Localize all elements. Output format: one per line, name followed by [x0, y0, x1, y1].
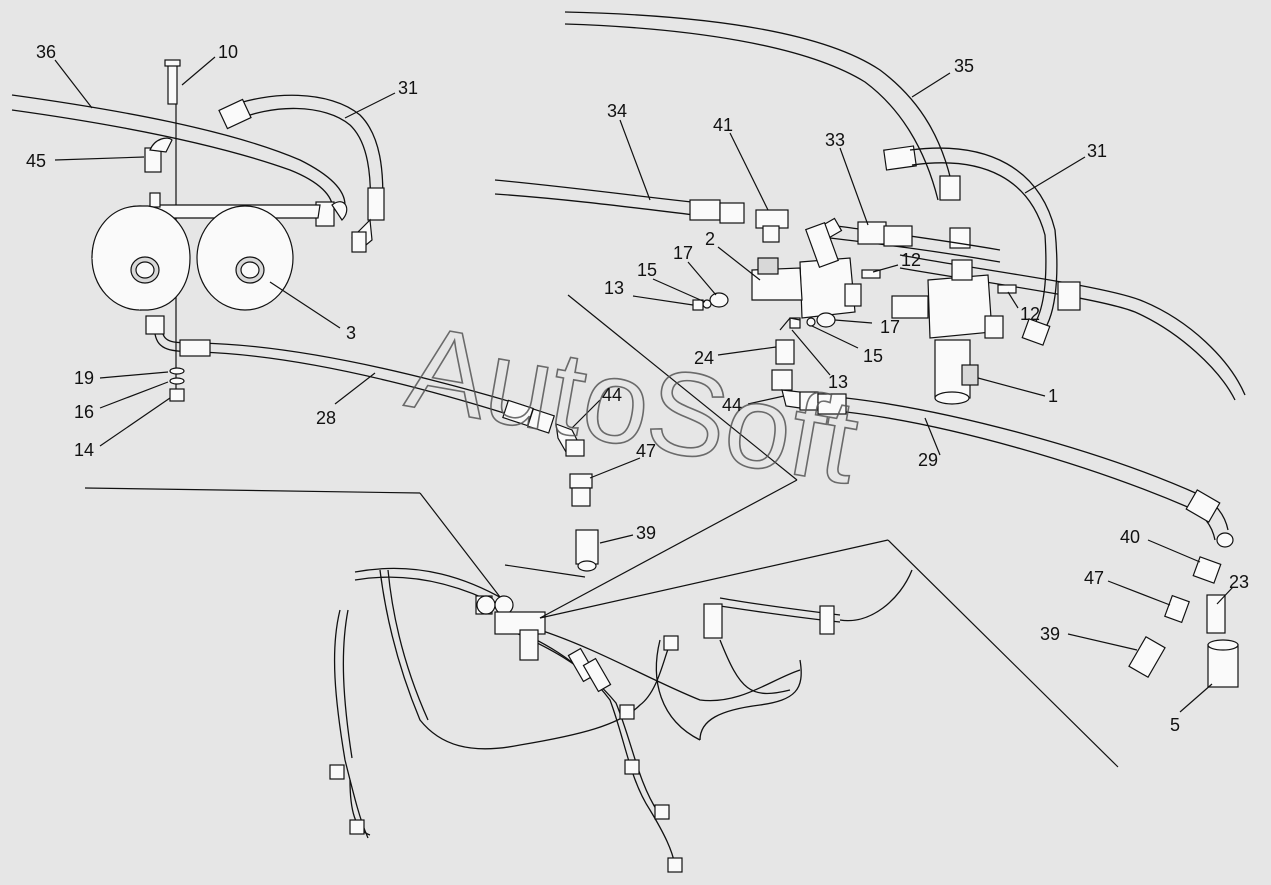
valve-block-2	[751, 222, 881, 319]
leader-lines	[54, 56, 1234, 713]
callout-1: 1	[1048, 386, 1058, 406]
callout-2: 2	[705, 229, 715, 249]
fittings-40-47-39-23-5	[1128, 556, 1239, 688]
washer-17-15-nut-13-right	[789, 312, 836, 329]
detail-lines	[84, 294, 1119, 768]
callout-14: 14	[74, 440, 94, 460]
callout-45: 45	[26, 151, 46, 171]
callout-13-left: 13	[604, 278, 624, 298]
callout-12-left: 12	[901, 250, 921, 270]
callout-16: 16	[74, 402, 94, 422]
valve-block-1	[927, 259, 1017, 405]
callout-47-right: 47	[1084, 568, 1104, 588]
fitting-24-44-right	[771, 317, 801, 409]
callout-13-right: 13	[828, 372, 848, 392]
washers-19-16-nut-14	[169, 367, 185, 402]
hose-36	[11, 94, 346, 211]
coupling-middle	[891, 295, 929, 319]
washer-17-15-nut-13-left	[692, 292, 729, 311]
watermark-text: AutoSoft	[399, 301, 868, 510]
callout-41: 41	[713, 115, 733, 135]
adapter-47-left	[569, 473, 593, 507]
callout-19: 19	[74, 368, 94, 388]
callout-36: 36	[36, 42, 56, 62]
callout-44-left: 44	[602, 385, 622, 405]
callout-40: 40	[1120, 527, 1140, 547]
callout-39-left: 39	[636, 523, 656, 543]
filter-3-left	[91, 205, 191, 311]
callout-47-left: 47	[636, 441, 656, 461]
tee-41	[755, 209, 789, 243]
callout-12-right: 12	[1020, 304, 1040, 324]
callout-29: 29	[918, 450, 938, 470]
callout-10: 10	[218, 42, 238, 62]
callout-15-left: 15	[637, 260, 657, 280]
callout-17-left: 17	[673, 243, 693, 263]
overview-hose-network	[329, 567, 913, 873]
hose-28	[145, 315, 555, 434]
callout-17-right: 17	[880, 317, 900, 337]
hose-34	[494, 179, 745, 224]
callout-23: 23	[1229, 572, 1249, 592]
filter-3-right	[196, 205, 294, 311]
callout-35: 35	[954, 56, 974, 76]
callout-31-left: 31	[398, 78, 418, 98]
callout-3: 3	[346, 323, 356, 343]
callout-34: 34	[607, 101, 627, 121]
elbow-44-left	[555, 423, 585, 457]
elbow-45	[144, 137, 173, 173]
hose-31-left	[218, 94, 385, 253]
callout-labels: 36 10 31 45 3 19 16 14 28 44 47 39 35 34…	[26, 42, 1249, 735]
fitting-39-left	[575, 529, 599, 572]
callout-31-right: 31	[1087, 141, 1107, 161]
callout-5: 5	[1170, 715, 1180, 735]
callout-28: 28	[316, 408, 336, 428]
callout-24: 24	[694, 348, 714, 368]
callout-15-right: 15	[863, 346, 883, 366]
hose-29	[799, 391, 1234, 548]
hose-33	[807, 217, 1001, 263]
callout-44-right: 44	[722, 395, 742, 415]
hose-end-fitting	[315, 201, 348, 227]
callout-39-right: 39	[1040, 624, 1060, 644]
callout-33: 33	[825, 130, 845, 150]
